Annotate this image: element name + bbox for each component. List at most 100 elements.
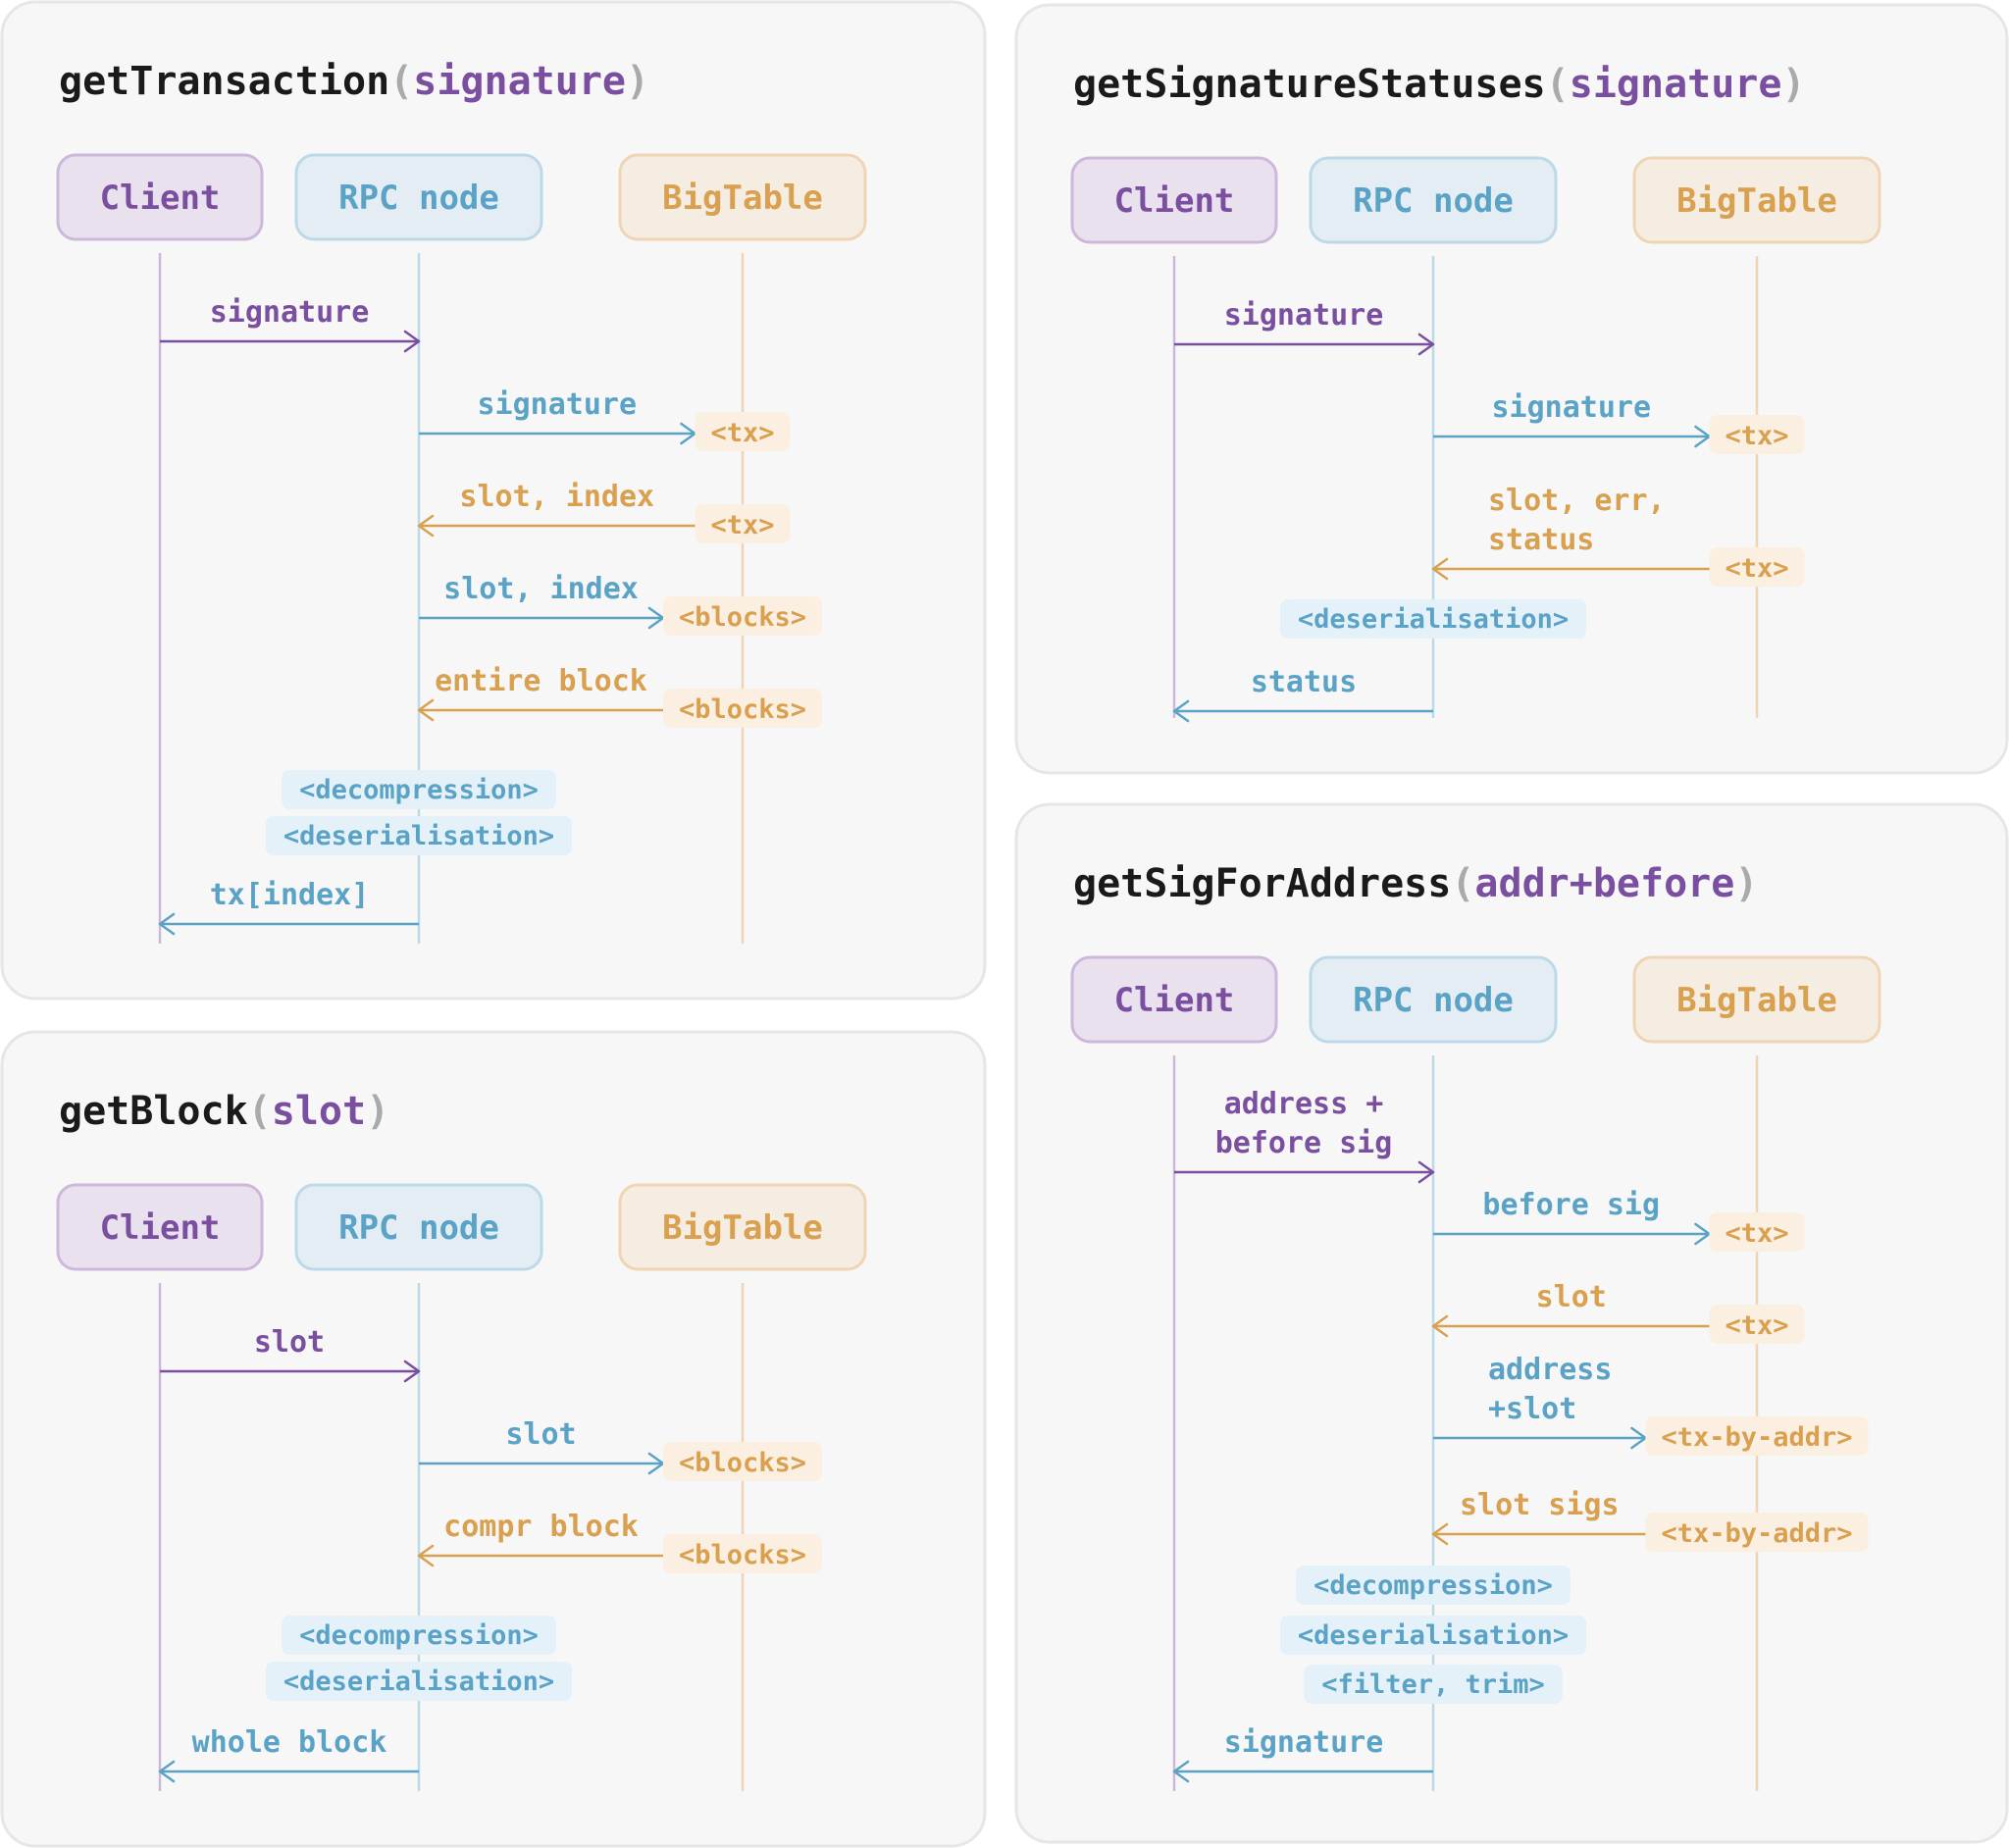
table-tag-background: [695, 504, 791, 543]
arrowhead-icon: [158, 1760, 176, 1783]
message-label: tx[index]: [210, 878, 370, 912]
actor-client: Client: [1070, 955, 1278, 1791]
processing-step: <filter, trim>: [1304, 1665, 1563, 1704]
arrowhead-icon: [1431, 557, 1449, 581]
message-label: signature: [210, 295, 370, 330]
table-tag: <tx>: [710, 510, 774, 540]
param-name: addr+before: [1474, 861, 1734, 906]
actor-label-client: Client: [1114, 981, 1235, 1020]
arrowhead-icon: [417, 698, 435, 722]
actor-box-rpc: [294, 153, 543, 241]
message-label: whole block: [192, 1725, 387, 1760]
message-client-to-rpc: signature: [1174, 298, 1435, 356]
table-tag-background: [695, 412, 791, 451]
paren-open: (: [389, 59, 413, 104]
actor-box-rpc: [1309, 955, 1558, 1044]
actor-rpc: RPC node: [294, 153, 543, 944]
actor-box-bigtable: [618, 1183, 867, 1271]
panel-background: [1014, 802, 2009, 1844]
actor-client: Client: [56, 153, 264, 944]
arrowhead-icon: [1417, 1160, 1435, 1184]
table-tag-background: [1709, 415, 1805, 454]
actor-label-bigtable: BigTable: [662, 179, 823, 218]
actor-label-rpc: RPC node: [338, 179, 499, 218]
arrowhead-icon: [1172, 699, 1190, 723]
actor-box-bigtable: [618, 153, 867, 241]
actor-box-client: [1070, 156, 1278, 244]
message-rpc-to-client: signature: [1172, 1725, 1433, 1783]
processing-step-background: [282, 1616, 556, 1655]
message-label: slot: [254, 1325, 325, 1360]
param-name: slot: [272, 1089, 366, 1134]
message-label: status: [1251, 665, 1357, 699]
arrowhead-icon: [1431, 1314, 1449, 1338]
param-name: signature: [1570, 62, 1782, 107]
paren-open: (: [1546, 62, 1570, 107]
message-label: entire block: [435, 664, 647, 698]
arrowhead-icon: [158, 912, 176, 936]
message-rpc-to-bigtable: slot <blocks>: [419, 1417, 823, 1481]
message-rpc-to-bigtable: signature<tx>: [1433, 390, 1805, 454]
message-label: slot sigs: [1460, 1488, 1620, 1522]
actor-bigtable: BigTable: [1632, 955, 1881, 1791]
message-rpc-to-client: status: [1172, 665, 1433, 723]
processing-step-label: <decompression>: [299, 1620, 539, 1651]
actor-label-client: Client: [1114, 181, 1235, 221]
table-tag-background: [1645, 1513, 1869, 1552]
table-tag: <tx>: [1725, 1218, 1788, 1249]
table-tag-background: [662, 1534, 823, 1573]
panel-background: [1014, 3, 2009, 775]
actor-bigtable: BigTable: [1632, 156, 1881, 718]
processing-step-background: [265, 1662, 573, 1701]
actor-box-rpc: [1309, 156, 1558, 244]
message-bigtable-to-rpc: compr block<blocks>: [417, 1510, 823, 1573]
message-rpc-to-client: whole block: [158, 1725, 419, 1783]
actor-rpc: RPC node: [1309, 156, 1558, 718]
actor-rpc: RPC node: [1309, 955, 1558, 1791]
message-rpc-to-bigtable: address+slot<tx-by-addr>: [1433, 1353, 1869, 1456]
message-client-to-rpc: slot: [160, 1325, 421, 1383]
processing-step-background: [1304, 1665, 1563, 1704]
table-tag: <blocks>: [679, 1448, 806, 1478]
actor-label-bigtable: BigTable: [1676, 181, 1837, 221]
message-rpc-to-bigtable: signature<tx>: [419, 387, 791, 451]
actor-label-rpc: RPC node: [1353, 981, 1514, 1020]
arrowhead-icon: [1417, 333, 1435, 356]
message-rpc-to-bigtable: before sig<tx>: [1433, 1188, 1805, 1252]
message-rpc-to-client: tx[index]: [158, 878, 419, 936]
arrowhead-icon: [403, 1360, 421, 1383]
message-label: slot, err,: [1488, 484, 1666, 518]
actor-box-client: [56, 153, 264, 241]
processing-step-label: <deserialisation>: [1298, 1620, 1569, 1651]
table-tag-background: [1709, 547, 1805, 587]
processing-step: <deserialisation>: [265, 1662, 573, 1701]
actor-client: Client: [56, 1183, 264, 1791]
table-tag: <tx-by-addr>: [1661, 1422, 1852, 1453]
panel-background: [0, 0, 987, 1001]
message-label: slot, index: [443, 572, 639, 606]
method-name: getTransaction: [59, 59, 389, 104]
processing-step-background: [1296, 1566, 1571, 1605]
processing-step-background: [282, 770, 556, 809]
message-bigtable-to-rpc: slot, index<tx>: [417, 480, 791, 543]
panel-title: getSigForAddress(addr+before): [1073, 861, 1758, 906]
message-bigtable-to-rpc: entire block<blocks>: [417, 664, 823, 728]
message-label: slot: [505, 1417, 576, 1452]
panel-title: getBlock(slot): [59, 1089, 389, 1134]
panel-get-sig-for-address: getSigForAddress(addr+before) Client RPC n…: [1014, 802, 2009, 1844]
table-tag: <tx>: [710, 418, 774, 448]
message-label: before sig: [1215, 1126, 1393, 1160]
table-tag-background: [662, 596, 823, 636]
processing-step-background: [1279, 1616, 1587, 1655]
message-client-to-rpc: address +before sig: [1174, 1087, 1435, 1184]
processing-step-label: <decompression>: [1314, 1570, 1553, 1601]
arrowhead-icon: [417, 514, 435, 538]
actor-label-client: Client: [100, 179, 221, 218]
table-tag: <tx>: [1725, 1310, 1788, 1341]
actor-box-client: [1070, 955, 1278, 1044]
arrowhead-icon: [1694, 425, 1711, 448]
message-label: slot: [1536, 1280, 1607, 1314]
message-client-to-rpc: signature: [160, 295, 421, 353]
